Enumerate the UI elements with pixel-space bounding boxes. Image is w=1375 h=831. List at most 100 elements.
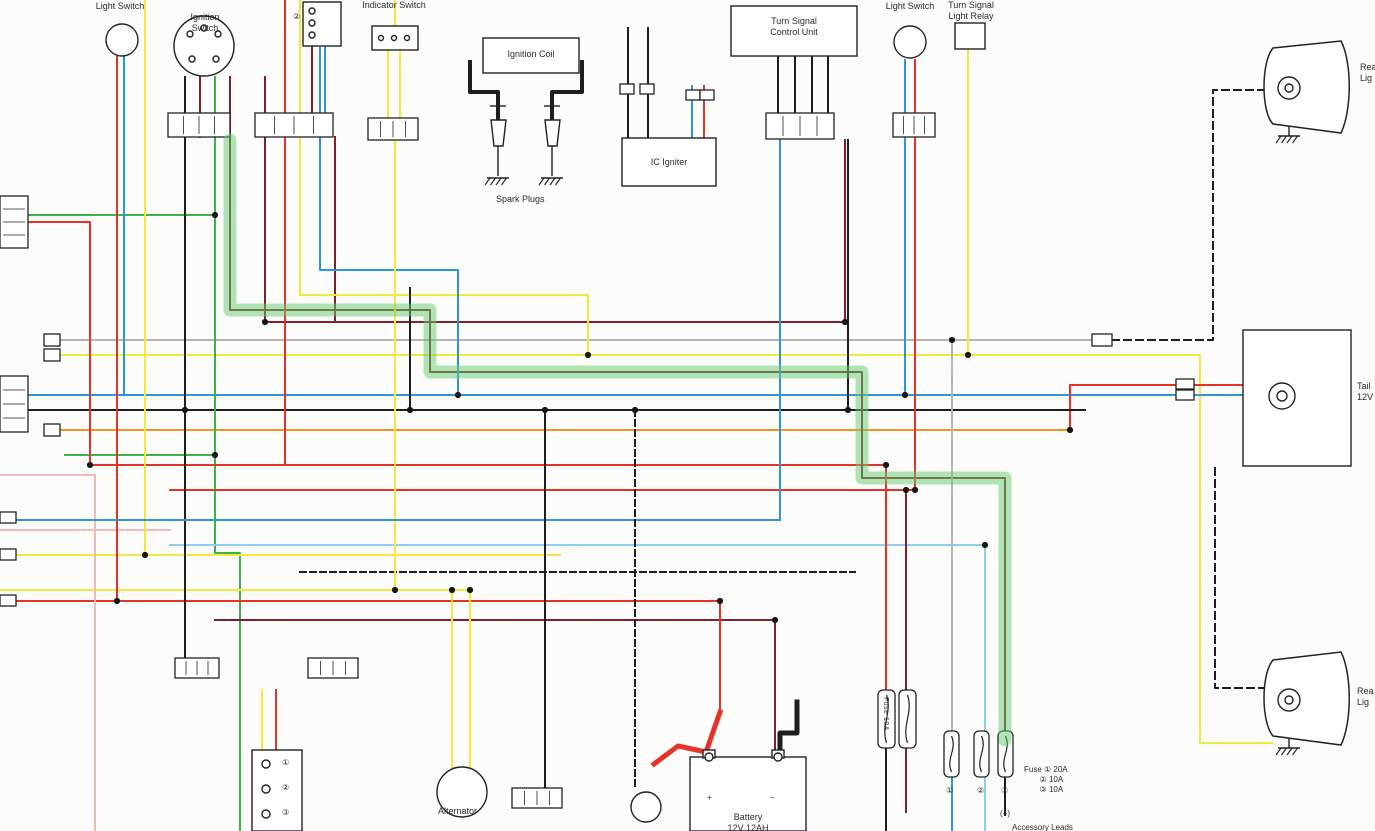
component-circle <box>261 784 271 794</box>
junction-dot <box>391 586 399 594</box>
ground-icon <box>501 177 507 186</box>
component-circle <box>214 30 222 38</box>
connector <box>619 83 635 95</box>
wire-blue <box>319 47 459 396</box>
wire-maroon <box>229 76 1006 734</box>
connector <box>0 548 17 561</box>
junction-dot <box>844 406 852 414</box>
connector <box>0 594 17 607</box>
component-circle <box>308 31 316 39</box>
fuse-element <box>949 735 954 773</box>
junction-dot <box>181 406 189 414</box>
junction-dot <box>841 318 849 326</box>
junction-dot <box>86 461 94 469</box>
component-circle <box>1284 83 1294 93</box>
component-box <box>954 22 986 50</box>
component-circle <box>630 791 662 823</box>
component-circle <box>1284 695 1294 705</box>
junction-dot <box>911 486 919 494</box>
junction-dot <box>981 541 989 549</box>
junction-dot <box>964 351 972 359</box>
wire-red <box>25 221 91 466</box>
ground-icon <box>490 177 496 186</box>
lamp-housing <box>1263 40 1350 134</box>
ground-icon <box>484 177 491 186</box>
wire-red <box>650 708 724 768</box>
ground-icon <box>1292 747 1298 756</box>
component-box <box>1242 329 1352 467</box>
junction-dot <box>716 597 724 605</box>
junction-dot <box>584 351 592 359</box>
ground-icon <box>1286 747 1293 756</box>
junction-dot <box>454 391 462 399</box>
component-circle <box>105 23 139 57</box>
connector <box>0 511 17 524</box>
component-circle <box>377 34 385 42</box>
component-circle <box>308 7 316 15</box>
component-circle <box>436 766 488 818</box>
ground-icon <box>1292 135 1298 144</box>
connector <box>1175 389 1195 401</box>
ground-icon <box>555 177 561 186</box>
component-circle <box>403 34 411 42</box>
junction-dot <box>406 406 414 414</box>
wire-maroon <box>264 76 846 323</box>
ground-icon <box>495 177 502 186</box>
ground-icon <box>549 177 556 186</box>
junction-dot <box>261 318 269 326</box>
wire-black <box>1111 89 1273 341</box>
component-circle <box>704 752 714 762</box>
connector <box>43 423 61 437</box>
component-box <box>482 37 580 74</box>
component-circle <box>773 752 783 762</box>
component-box <box>730 5 858 57</box>
junction-dot <box>948 336 956 344</box>
connector <box>685 89 701 101</box>
junction-dot <box>541 406 549 414</box>
junction-dot <box>882 461 890 469</box>
wire-yellow <box>299 0 589 356</box>
wire-yellow <box>57 354 1273 744</box>
connector <box>1091 333 1113 347</box>
component-circle <box>200 24 208 32</box>
component-circle <box>1276 390 1288 402</box>
fuse-element <box>884 694 889 744</box>
component-circle <box>261 759 271 769</box>
ground-icon <box>1281 747 1287 756</box>
junction-dot <box>902 486 910 494</box>
component-circle <box>186 30 194 38</box>
spark-plug <box>544 119 561 147</box>
ground-icon <box>1275 747 1282 756</box>
wire-black <box>1214 467 1273 689</box>
junction-dot <box>448 586 456 594</box>
junction-dot <box>211 211 219 219</box>
connector <box>639 83 655 95</box>
spark-plug <box>490 119 507 147</box>
ground-icon <box>544 177 550 186</box>
fuse-element <box>979 735 984 773</box>
junction-dot <box>466 586 474 594</box>
ground-icon <box>538 177 545 186</box>
wire-green <box>0 214 241 831</box>
wire-black <box>777 699 800 760</box>
lamp-housing <box>1263 651 1350 746</box>
component-circle <box>893 25 927 59</box>
component-box <box>251 749 303 831</box>
component-circle <box>188 55 196 63</box>
component-box <box>621 137 717 187</box>
component-circle <box>390 34 398 42</box>
junction-dot <box>771 616 779 624</box>
connector <box>43 348 61 362</box>
connector <box>43 333 61 347</box>
ground-icon <box>1286 135 1293 144</box>
junction-dot <box>901 391 909 399</box>
connector <box>1175 378 1195 390</box>
ground-icon <box>1281 135 1287 144</box>
highlight-trace <box>223 133 1012 747</box>
junction-dot <box>211 451 219 459</box>
connector <box>699 89 715 101</box>
junction-dot <box>141 551 149 559</box>
junction-dot <box>1066 426 1074 434</box>
